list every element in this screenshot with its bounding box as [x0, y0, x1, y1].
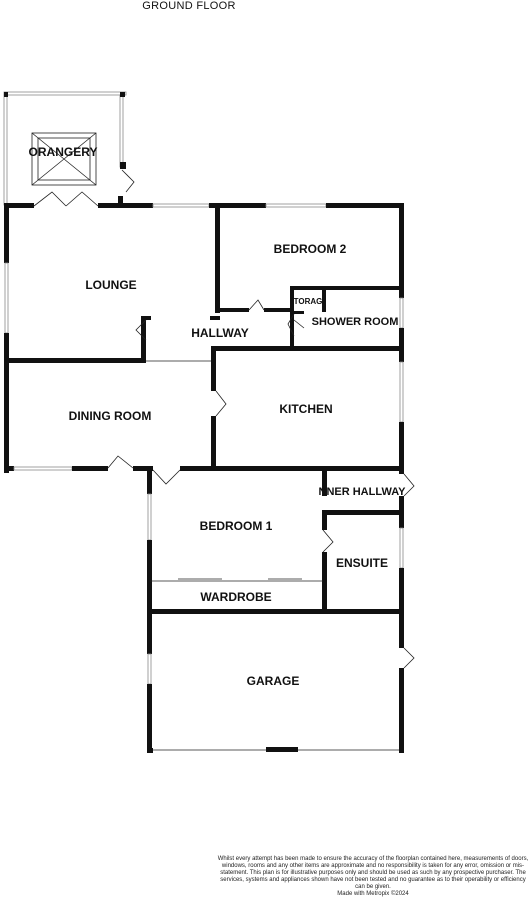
room-label-storage: TORAG	[294, 297, 323, 306]
storage-door	[287, 313, 295, 337]
roof-lantern	[31, 132, 97, 186]
room-labels: ORANGERY LOUNGE BEDROOM 2 TORAG SHOWER R…	[29, 145, 407, 688]
inner-hallway-door	[403, 473, 415, 497]
doors	[107, 299, 415, 669]
ensuite-window	[399, 527, 404, 569]
kitchen-door	[215, 390, 227, 417]
kitchen-window	[399, 361, 404, 423]
ensuite-door	[322, 529, 334, 553]
orangery-structure	[3, 91, 135, 207]
orangery-top-window	[3, 91, 127, 96]
room-label-inner-hallway: NNER HALLWAY	[319, 486, 407, 498]
room-label-lounge: LOUNGE	[85, 278, 136, 292]
hallway-left-door	[135, 319, 147, 341]
room-label-bedroom2: BEDROOM 2	[274, 242, 347, 256]
bedroom2-window	[265, 203, 327, 208]
room-label-shower-room: SHOWER ROOM	[312, 316, 399, 328]
walls	[4, 196, 404, 753]
room-label-garage: GARAGE	[247, 674, 300, 688]
shower-window	[399, 297, 404, 329]
orangery-left-window	[3, 94, 8, 206]
dining-window	[13, 466, 73, 471]
garage-side-window	[147, 653, 152, 685]
room-label-wardrobe: WARDROBE	[200, 590, 271, 604]
orangery-right-window	[119, 94, 124, 168]
garage-side-door	[403, 647, 415, 669]
orangery-french-doors	[33, 191, 67, 207]
room-label-dining-room: DINING ROOM	[69, 409, 152, 423]
lounge-side-window	[4, 262, 9, 334]
bedroom1-window	[147, 493, 152, 541]
disclaimer-text: Whilst every attempt has been made to en…	[217, 856, 529, 890]
bedroom2-door	[248, 299, 265, 311]
dining-door	[107, 455, 134, 469]
room-label-kitchen: KITCHEN	[279, 402, 332, 416]
room-label-hallway: HALLWAY	[191, 326, 249, 340]
room-label-ensuite: ENSUITE	[336, 556, 388, 570]
credit-text: Made with Metropix ©2024	[337, 891, 409, 897]
disclaimer: Whilst every attempt has been made to en…	[215, 856, 531, 898]
orangery-door	[121, 169, 135, 193]
lounge-window	[152, 203, 210, 208]
bedroom1-door	[152, 469, 181, 485]
floor-title: GROUND FLOOR	[142, 0, 236, 12]
room-label-orangery: ORANGERY	[29, 145, 98, 159]
room-label-bedroom1: BEDROOM 1	[200, 519, 273, 533]
